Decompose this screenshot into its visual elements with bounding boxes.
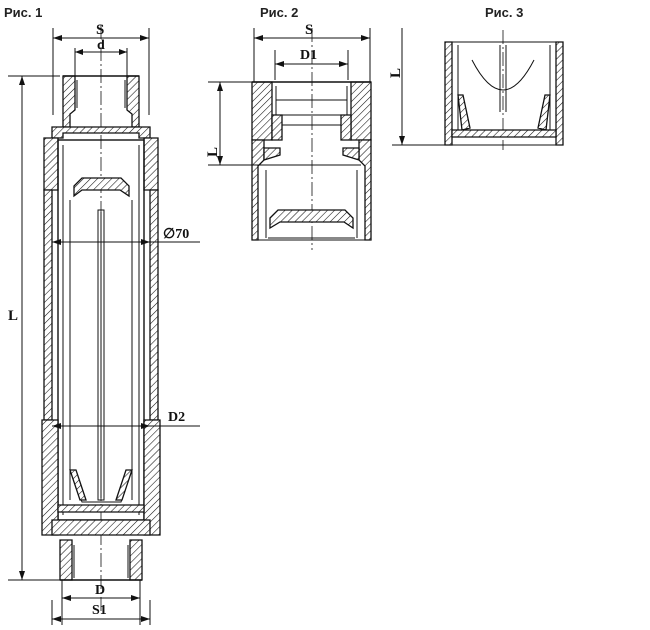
fig3-drawing: L — [388, 28, 564, 150]
fig2-dim-l: L — [205, 147, 221, 157]
fig1-dim-s: S — [96, 22, 104, 38]
fig2-dim-s: S — [305, 22, 313, 38]
fig1-dim-dd: D — [95, 583, 105, 598]
fig1-dim-d: d — [97, 38, 105, 53]
fig1-dim-l: L — [8, 308, 18, 324]
fig1-dim-dia70: ∅70 — [163, 227, 189, 242]
fig2-dim-d1: D1 — [300, 48, 317, 63]
fig1-dim-d2: D2 — [168, 410, 185, 425]
fig1-title: Рис. 1 — [4, 5, 42, 20]
fig1-dim-s1: S1 — [92, 603, 107, 618]
fig1-drawing: S d — [8, 22, 200, 625]
fig3-dim-l: L — [388, 68, 404, 78]
fig3-title: Рис. 3 — [485, 5, 523, 20]
fig2-drawing: S D1 L — [205, 22, 372, 250]
fig2-title: Рис. 2 — [260, 5, 298, 20]
